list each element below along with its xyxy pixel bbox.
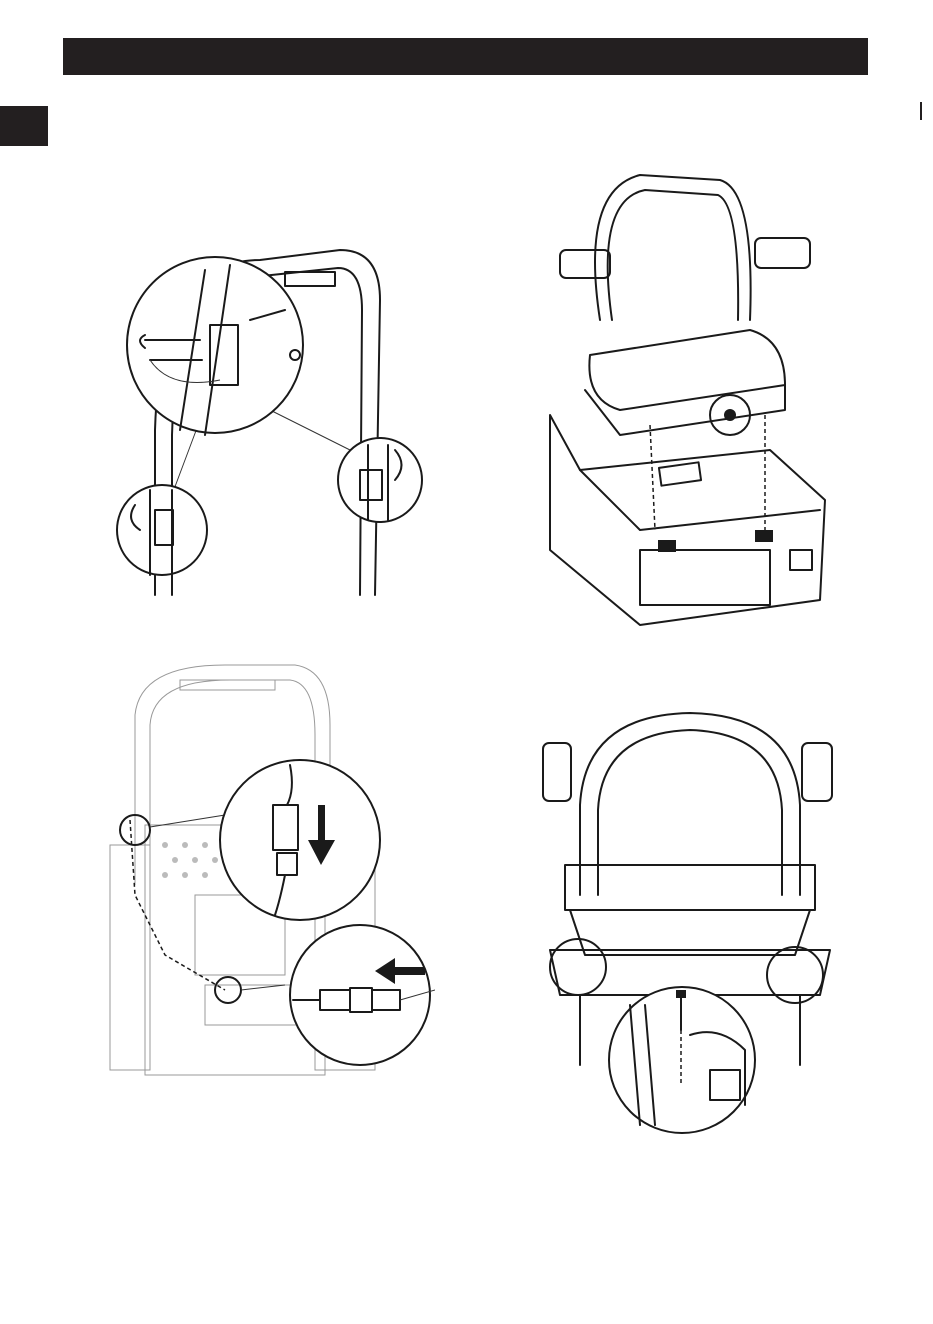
zoom-circle-right <box>338 438 422 522</box>
right-armrest-pod <box>802 743 832 801</box>
bolt-target-left <box>550 939 606 995</box>
section-tab <box>0 106 48 146</box>
figure-seat-exploded <box>540 170 840 630</box>
bolt-head-icon <box>676 990 686 998</box>
zoom-circle-left <box>117 485 207 575</box>
connector-target-lower <box>215 977 241 1003</box>
seat-bolt-illustration <box>540 705 840 1135</box>
seat-back <box>595 175 751 320</box>
figure-seat-bolts <box>540 705 840 1135</box>
seat-pan <box>550 415 825 625</box>
figure-wiring-connectors <box>105 655 435 1080</box>
seat-back-front <box>580 713 800 895</box>
zoom-circle-connector-2 <box>290 925 430 1065</box>
left-armrest <box>560 250 610 278</box>
left-armrest-pod <box>543 743 571 801</box>
seat-cushion-front <box>565 865 815 910</box>
rollbar-pin-illustration <box>110 240 430 600</box>
page-edge-mark <box>920 102 922 120</box>
figure-rollbar-pins <box>110 240 430 600</box>
wiring-connector-illustration <box>105 655 435 1080</box>
zoom-circle-top <box>127 257 303 433</box>
zoom-circle-connector-1 <box>220 760 380 920</box>
seat-exploded-illustration <box>540 170 840 630</box>
seat-cushion <box>589 330 785 410</box>
pan-panel <box>640 550 770 605</box>
header-bar <box>63 38 868 75</box>
right-armrest <box>755 238 810 268</box>
rollbar-light <box>285 272 335 286</box>
